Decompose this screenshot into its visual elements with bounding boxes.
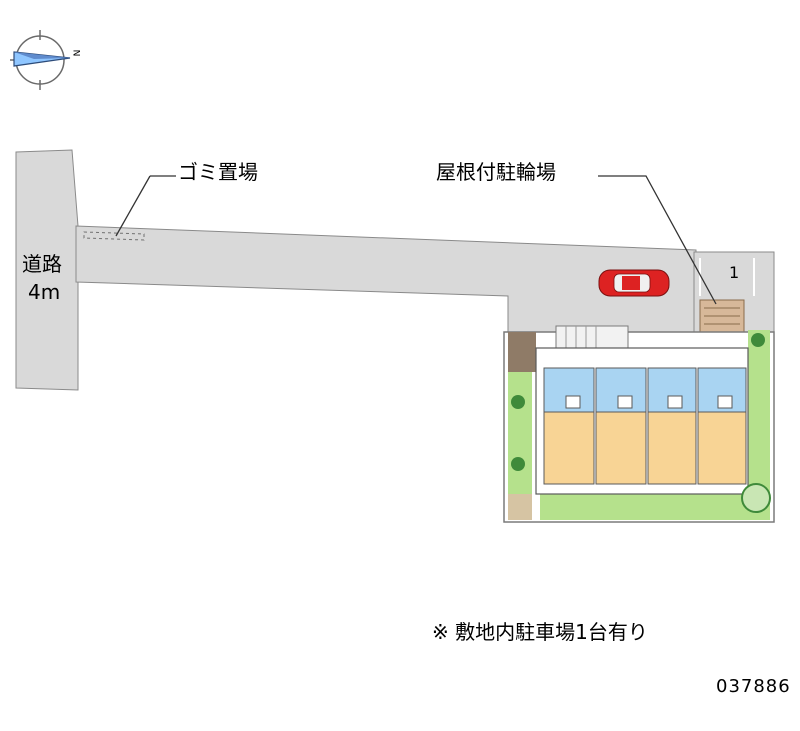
tree-icon	[751, 333, 765, 347]
apartment-unit-2	[595, 367, 647, 485]
parked-car-icon	[598, 269, 670, 297]
road-name-label: 道路	[22, 252, 62, 276]
property-id: 037886	[716, 676, 791, 697]
road-width-label: 4m	[28, 280, 61, 304]
apartment-unit-4	[697, 367, 747, 485]
compass-rose-icon	[10, 30, 71, 90]
tree-icon	[511, 457, 525, 471]
tree-icon	[511, 395, 525, 409]
garbage-area	[83, 231, 145, 241]
entrance-stairs	[555, 325, 629, 351]
apartment-unit-1	[543, 367, 595, 485]
lawn-left	[508, 372, 532, 494]
tree-icon	[741, 483, 771, 513]
garbage-area-label: ゴミ置場	[178, 160, 258, 184]
road	[15, 149, 79, 391]
bicycle-parking-label: 屋根付駐輪場	[436, 160, 556, 184]
parking-note: ※ 敷地内駐車場1台有り	[432, 620, 648, 644]
apartment-unit-3	[647, 367, 697, 485]
compass-north-label: N	[70, 49, 81, 57]
parking-space-number: 1	[729, 263, 740, 282]
lawn-right	[748, 330, 770, 496]
lawn-bottom	[540, 494, 770, 520]
